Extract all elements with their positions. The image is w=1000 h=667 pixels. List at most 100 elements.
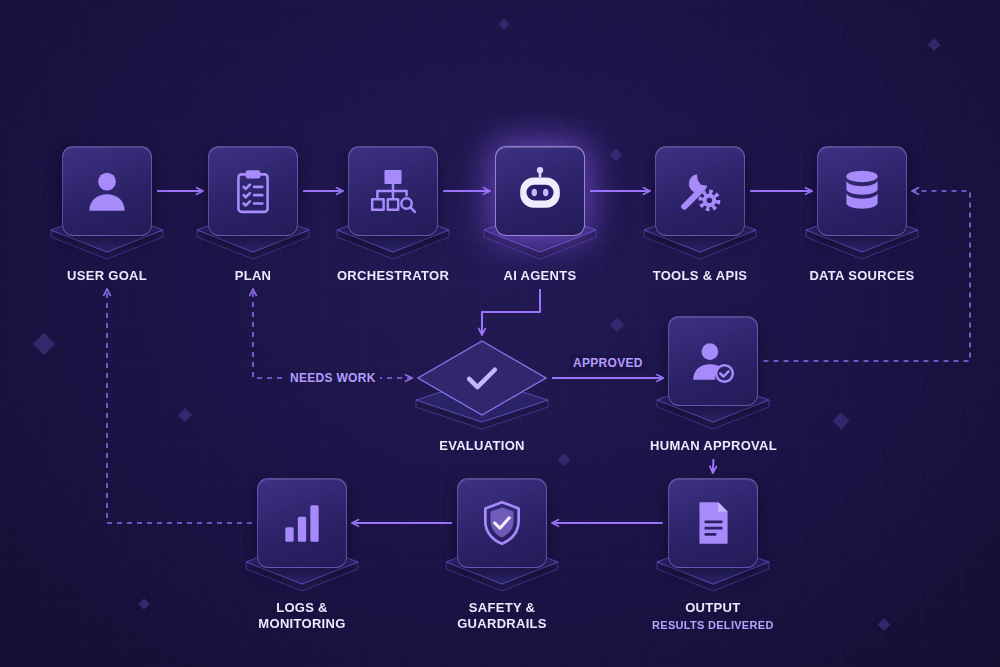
decision-diamond (417, 340, 547, 416)
cube (878, 618, 891, 631)
node-label: SAFETY & GUARDRAILS (446, 600, 558, 632)
icon-part (377, 183, 406, 200)
tile-stack (640, 146, 760, 262)
icon-part (388, 199, 398, 209)
icon-part (543, 189, 548, 197)
node-label: LOGS & MONITORING (246, 600, 358, 632)
icon-part (707, 198, 712, 203)
diamond-shape (417, 340, 547, 416)
icon-part (246, 170, 261, 178)
icon-part (310, 505, 318, 541)
flow-connector (552, 522, 663, 524)
cube (558, 453, 571, 466)
tile-stack (653, 316, 773, 432)
clip-icon (228, 166, 278, 216)
icon-part (702, 343, 719, 360)
node-label: PLAN (235, 268, 272, 284)
node-label: AI AGENTS (503, 268, 576, 284)
icon-part (386, 171, 401, 182)
shield-icon (477, 498, 527, 548)
icon-part (238, 174, 267, 212)
process-node: TOOLS & APIS (640, 146, 760, 284)
process-node: DATA SOURCES (802, 146, 922, 284)
cube (833, 413, 850, 430)
node-label: USER GOAL (67, 268, 147, 284)
process-node: PLAN (193, 146, 313, 284)
icon-tile (668, 478, 758, 568)
icon-part (699, 502, 727, 544)
icon-part (491, 507, 514, 537)
icon-part (372, 199, 383, 209)
icon-part (684, 192, 699, 207)
icon-part (703, 194, 717, 208)
flow-connector (712, 459, 715, 473)
icon-part (495, 518, 510, 528)
icon-part (89, 194, 124, 211)
icon-tile (257, 478, 347, 568)
node-label: HUMAN APPROVAL (650, 438, 777, 454)
diamond-outline (418, 341, 546, 415)
check-icon (460, 356, 504, 400)
flow-connector (352, 522, 452, 524)
cube (178, 408, 192, 422)
icon-part (846, 194, 877, 209)
icon-part (846, 171, 877, 182)
user-icon (82, 166, 132, 216)
flow-connector (107, 289, 252, 523)
cube (498, 18, 509, 29)
node-sublabel: RESULTS DELIVERED (652, 618, 774, 632)
icon-tile (457, 478, 547, 568)
org-icon (368, 166, 418, 216)
icon-part (721, 371, 729, 376)
floating-cubes (33, 18, 941, 631)
icon-part (244, 185, 263, 206)
tile-stack (242, 478, 362, 594)
edge-label: APPROVED (569, 355, 647, 371)
bars-icon (277, 498, 327, 548)
flow-connector (552, 377, 664, 379)
process-node: USER GOAL (47, 146, 167, 284)
cube (610, 148, 623, 161)
doc-icon (688, 498, 738, 548)
tile-stack (412, 340, 552, 432)
icon-part (372, 171, 415, 212)
flow-connector (303, 190, 343, 192)
flow-connector (590, 190, 650, 192)
node-label: DATA SOURCES (809, 268, 914, 284)
process-node: LOGS & MONITORING (242, 478, 362, 632)
cube (610, 318, 624, 332)
icon-part (98, 173, 116, 191)
node-label: ORCHESTRATOR (337, 268, 449, 284)
icon-part (706, 522, 722, 535)
tile-stack (653, 478, 773, 594)
tile-stack (193, 146, 313, 262)
flow-connector (750, 190, 812, 192)
icon-tile (495, 146, 585, 236)
icon-tile (668, 316, 758, 406)
icon-part (298, 517, 306, 542)
icon-tile (348, 146, 438, 236)
icon-part (485, 502, 518, 544)
tile-stack (442, 478, 562, 594)
icon-part (410, 207, 415, 212)
node-label: EVALUATION (439, 438, 525, 454)
icon-part (718, 502, 727, 511)
icon-part (532, 189, 537, 197)
icon-part (238, 174, 267, 212)
tools-icon (675, 166, 725, 216)
flow-connector (443, 190, 490, 192)
icon-part (689, 174, 707, 193)
icon-part (526, 185, 553, 201)
process-node: HUMAN APPROVAL (650, 316, 777, 454)
process-node: SAFETY & GUARDRAILS (442, 478, 562, 632)
db-icon (837, 166, 887, 216)
tile-stack (333, 146, 453, 262)
approve-icon (688, 336, 738, 386)
node-label: TOOLS & APIS (653, 268, 748, 284)
icon-tile (62, 146, 152, 236)
icon-tile (817, 146, 907, 236)
icon-part (701, 192, 718, 209)
process-node: ORCHESTRATOR (333, 146, 453, 284)
